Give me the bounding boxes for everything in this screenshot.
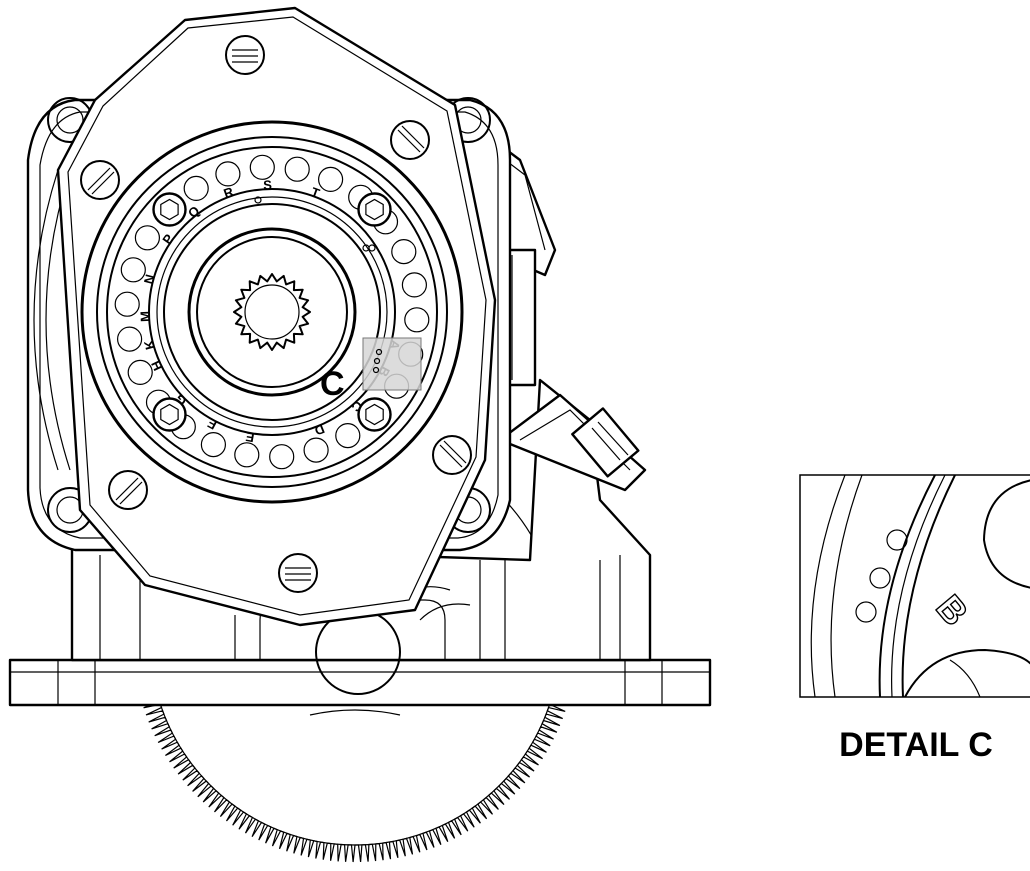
cover-screw — [80, 160, 120, 200]
index-hole — [117, 326, 143, 352]
index-ring — [80, 120, 464, 504]
central-hub — [163, 203, 381, 421]
index-hole — [200, 432, 226, 458]
index-hole — [318, 166, 344, 192]
index-hole — [114, 291, 140, 317]
cover-screw — [432, 435, 472, 475]
cover-screw — [390, 120, 430, 160]
cover-screw — [278, 553, 318, 593]
index-hole — [404, 307, 430, 333]
mounting-base-plate — [8, 658, 712, 707]
index-hole — [335, 423, 361, 449]
index-hole — [127, 359, 153, 385]
index-hole — [215, 161, 241, 187]
hex-bolt-set — [152, 192, 392, 432]
hex-socket-bolt — [152, 192, 187, 227]
ring-letter: K — [141, 338, 158, 352]
detail-callout: C — [320, 337, 422, 403]
cover-screw — [225, 35, 265, 75]
ring-letter: S — [263, 177, 273, 192]
index-hole — [401, 272, 427, 298]
index-hole — [234, 442, 260, 468]
index-hole — [134, 225, 160, 251]
detail-title: DETAIL C — [839, 726, 993, 764]
ring-letter: E — [244, 429, 255, 445]
hex-socket-bolt — [152, 397, 187, 432]
index-hole — [269, 444, 295, 470]
hex-socket-bolt — [357, 397, 392, 432]
index-hole — [120, 257, 146, 283]
index-hole — [249, 154, 275, 180]
detail-callout-label: C — [320, 365, 345, 403]
reference-mark-dot — [254, 196, 262, 204]
reference-mark-dot — [368, 244, 376, 252]
index-hole — [284, 156, 310, 182]
detail-c-view: B — [799, 474, 1030, 698]
index-hole — [303, 437, 329, 463]
hex-socket-bolt — [357, 192, 392, 227]
ring-letter: N — [141, 273, 158, 286]
index-hole — [391, 239, 417, 265]
index-hole — [183, 175, 209, 201]
front-cover-plate — [56, 6, 497, 627]
cover-screw — [108, 470, 148, 510]
ring-letter: M — [137, 311, 152, 322]
